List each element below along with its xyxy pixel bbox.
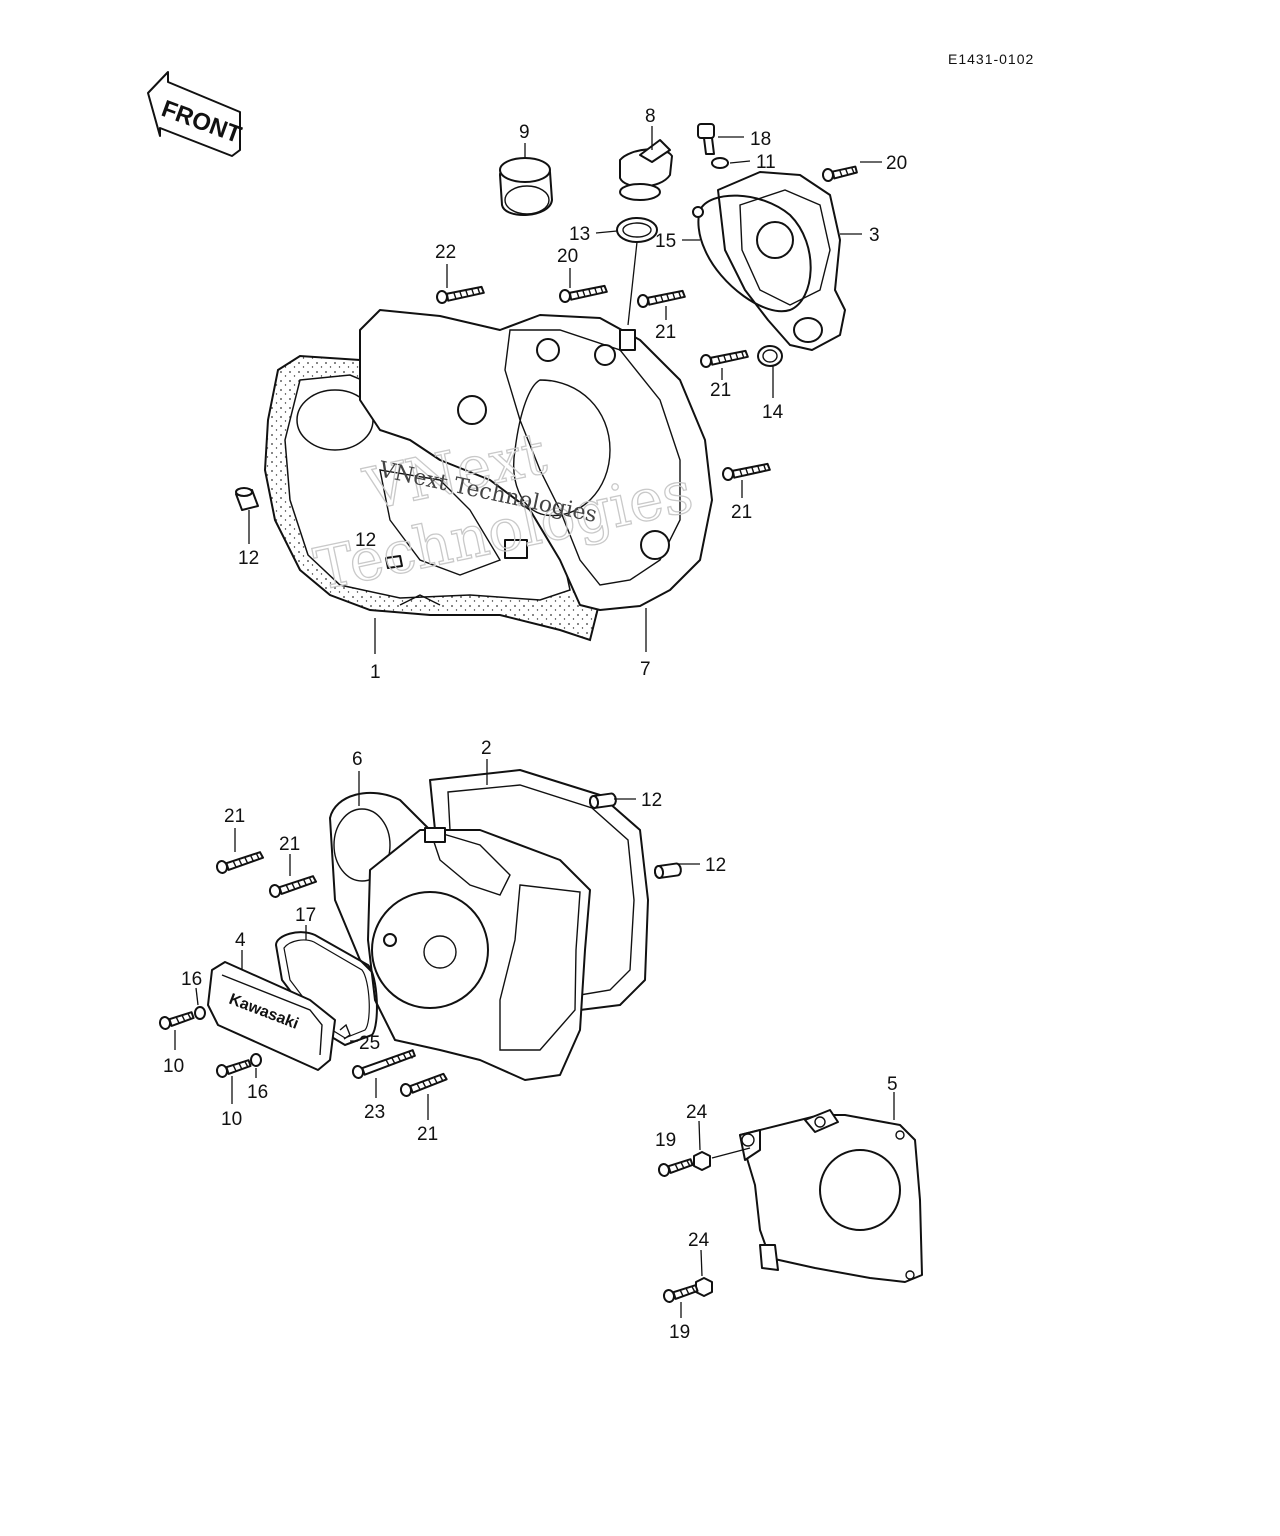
callout-25: 25 xyxy=(359,1033,380,1054)
callout-4: 4 xyxy=(235,930,246,951)
callout-22: 22 xyxy=(435,242,456,263)
callout-21d: 21 xyxy=(224,806,245,827)
callout-20b: 20 xyxy=(557,246,578,267)
brand-cover-4: Kawasaki xyxy=(207,961,336,1071)
o-ring-15 xyxy=(692,194,812,313)
o-ring-14 xyxy=(757,345,783,367)
callout-24b: 24 xyxy=(688,1230,710,1251)
callout-12b: 12 xyxy=(355,530,376,551)
washer-16a xyxy=(194,1006,206,1020)
callout-19a: 19 xyxy=(655,1130,676,1151)
bolt-20b xyxy=(558,284,609,304)
gasket-1 xyxy=(263,354,602,642)
bolt-21d xyxy=(214,850,266,875)
oil-filler-cap-8 xyxy=(619,139,673,201)
callout-16a: 16 xyxy=(181,969,202,990)
callout-8: 8 xyxy=(645,106,656,127)
sprocket-cover-5 xyxy=(739,1109,923,1283)
callout-labels: 8 9 18 11 20 3 13 15 22 20 21 21 14 21 1… xyxy=(163,106,907,1343)
clutch-cover xyxy=(367,827,591,1081)
callout-10b: 10 xyxy=(221,1109,242,1130)
callout-10a: 10 xyxy=(163,1056,184,1077)
drain-bolt-18 xyxy=(697,123,715,155)
callout-23: 23 xyxy=(364,1102,385,1123)
callout-5: 5 xyxy=(887,1074,898,1095)
bolt-21e xyxy=(267,874,319,899)
callout-13: 13 xyxy=(569,224,590,245)
dowel-pin-12c xyxy=(588,791,618,810)
leader-lines xyxy=(174,126,895,1318)
callout-21a: 21 xyxy=(655,322,676,343)
callout-17: 17 xyxy=(295,905,316,926)
plug-cap-9 xyxy=(499,157,553,217)
callout-3: 3 xyxy=(869,225,880,246)
callout-6: 6 xyxy=(352,749,363,770)
bolt-21a xyxy=(636,289,687,309)
oil-pump-cover-3 xyxy=(717,171,846,351)
bolt-23 xyxy=(351,1049,416,1079)
o-ring-13 xyxy=(616,217,658,326)
nut-24b xyxy=(695,1277,713,1297)
clip-25 xyxy=(339,1023,351,1040)
callout-15: 15 xyxy=(655,231,676,252)
callout-21c: 21 xyxy=(731,502,752,523)
gasket-17 xyxy=(274,931,378,1047)
washer-16b xyxy=(250,1053,262,1067)
callout-9: 9 xyxy=(519,122,530,143)
dowel-pin-12a xyxy=(235,487,259,511)
bolt-21b xyxy=(699,349,750,369)
dowel-pin-12d xyxy=(653,861,683,880)
callout-21f: 21 xyxy=(417,1124,438,1145)
callout-20a: 20 xyxy=(886,153,907,174)
callout-12a: 12 xyxy=(238,548,259,569)
callout-19b: 19 xyxy=(669,1322,690,1343)
callout-14: 14 xyxy=(762,402,784,423)
washer-11 xyxy=(711,157,729,169)
front-arrow-icon: FRONT xyxy=(147,71,245,157)
bolt-22 xyxy=(435,285,486,305)
bolt-21f xyxy=(398,1072,450,1098)
callout-1: 1 xyxy=(370,662,381,683)
callout-12d: 12 xyxy=(705,855,726,876)
callout-24a: 24 xyxy=(686,1102,708,1123)
bolt-19b xyxy=(662,1284,700,1304)
callout-11: 11 xyxy=(756,152,776,173)
dowel-pin-12b xyxy=(385,555,403,569)
callout-16b: 16 xyxy=(247,1082,268,1103)
screw-10a xyxy=(158,1011,196,1031)
callout-21e: 21 xyxy=(279,834,300,855)
screw-10b xyxy=(215,1059,253,1079)
crankcase-cover-7 xyxy=(359,309,713,611)
callout-12c: 12 xyxy=(641,790,662,811)
bolt-19a xyxy=(657,1158,695,1178)
callout-2: 2 xyxy=(481,738,492,759)
diagram-code: E1431-0102 xyxy=(948,51,1035,67)
bolt-21c xyxy=(721,462,772,482)
callout-7: 7 xyxy=(640,659,651,680)
callout-18: 18 xyxy=(750,129,771,150)
bolt-20a xyxy=(821,165,859,183)
callout-21b: 21 xyxy=(710,380,731,401)
nut-24a xyxy=(693,1151,711,1171)
